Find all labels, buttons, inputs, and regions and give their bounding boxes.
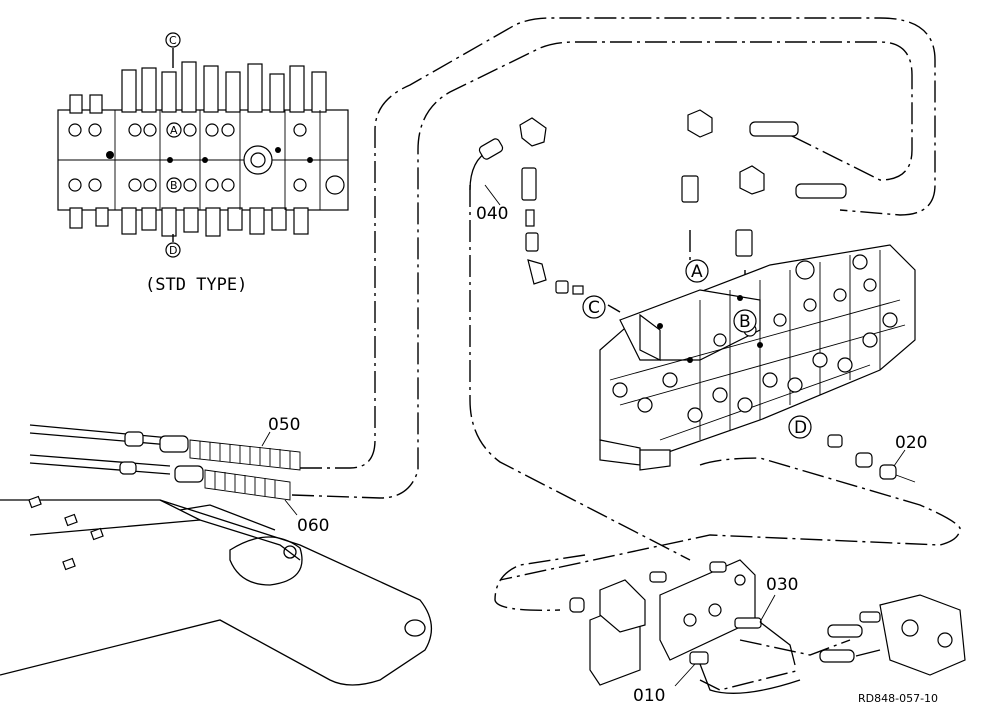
part-050-label: 050 bbox=[268, 415, 300, 435]
drawing-code: RD848-057-10 bbox=[858, 692, 938, 705]
std-type-control-valve: A B C D bbox=[57, 32, 349, 258]
port-a-circle bbox=[685, 259, 709, 283]
part-040-leader bbox=[484, 184, 501, 206]
part-010-label: 010 bbox=[633, 686, 665, 706]
part-030-leader bbox=[759, 594, 776, 623]
port-c-label: C bbox=[588, 298, 600, 318]
std-port-d-label: D bbox=[169, 244, 177, 257]
right-actuator-block bbox=[819, 594, 966, 676]
part-020-label: 020 bbox=[895, 433, 927, 453]
std-port-a-label: A bbox=[170, 124, 178, 137]
hose-050 bbox=[124, 431, 301, 471]
part-010-leader bbox=[674, 663, 696, 687]
fitting-020 bbox=[827, 434, 916, 483]
port-d-label: D bbox=[794, 418, 807, 438]
part-060-label: 060 bbox=[297, 516, 329, 536]
port-b-circle bbox=[733, 309, 757, 333]
boom-assembly bbox=[0, 424, 432, 686]
std-port-c-label: C bbox=[169, 34, 177, 47]
port-a-label: A bbox=[691, 262, 703, 282]
fitting-assembly-040 bbox=[469, 117, 584, 295]
std-port-b-label: B bbox=[170, 179, 178, 192]
port-b-label: B bbox=[739, 312, 751, 332]
hose-routing-lines bbox=[291, 17, 961, 691]
main-control-valve bbox=[599, 109, 916, 471]
bottom-manifold-assembly bbox=[569, 559, 801, 694]
part-040-label: 040 bbox=[476, 204, 508, 224]
port-d-circle bbox=[788, 415, 812, 439]
std-type-label: (STD TYPE) bbox=[145, 275, 247, 295]
part-030-label: 030 bbox=[766, 575, 798, 595]
port-c-circle bbox=[582, 295, 606, 319]
hose-060 bbox=[119, 461, 298, 516]
